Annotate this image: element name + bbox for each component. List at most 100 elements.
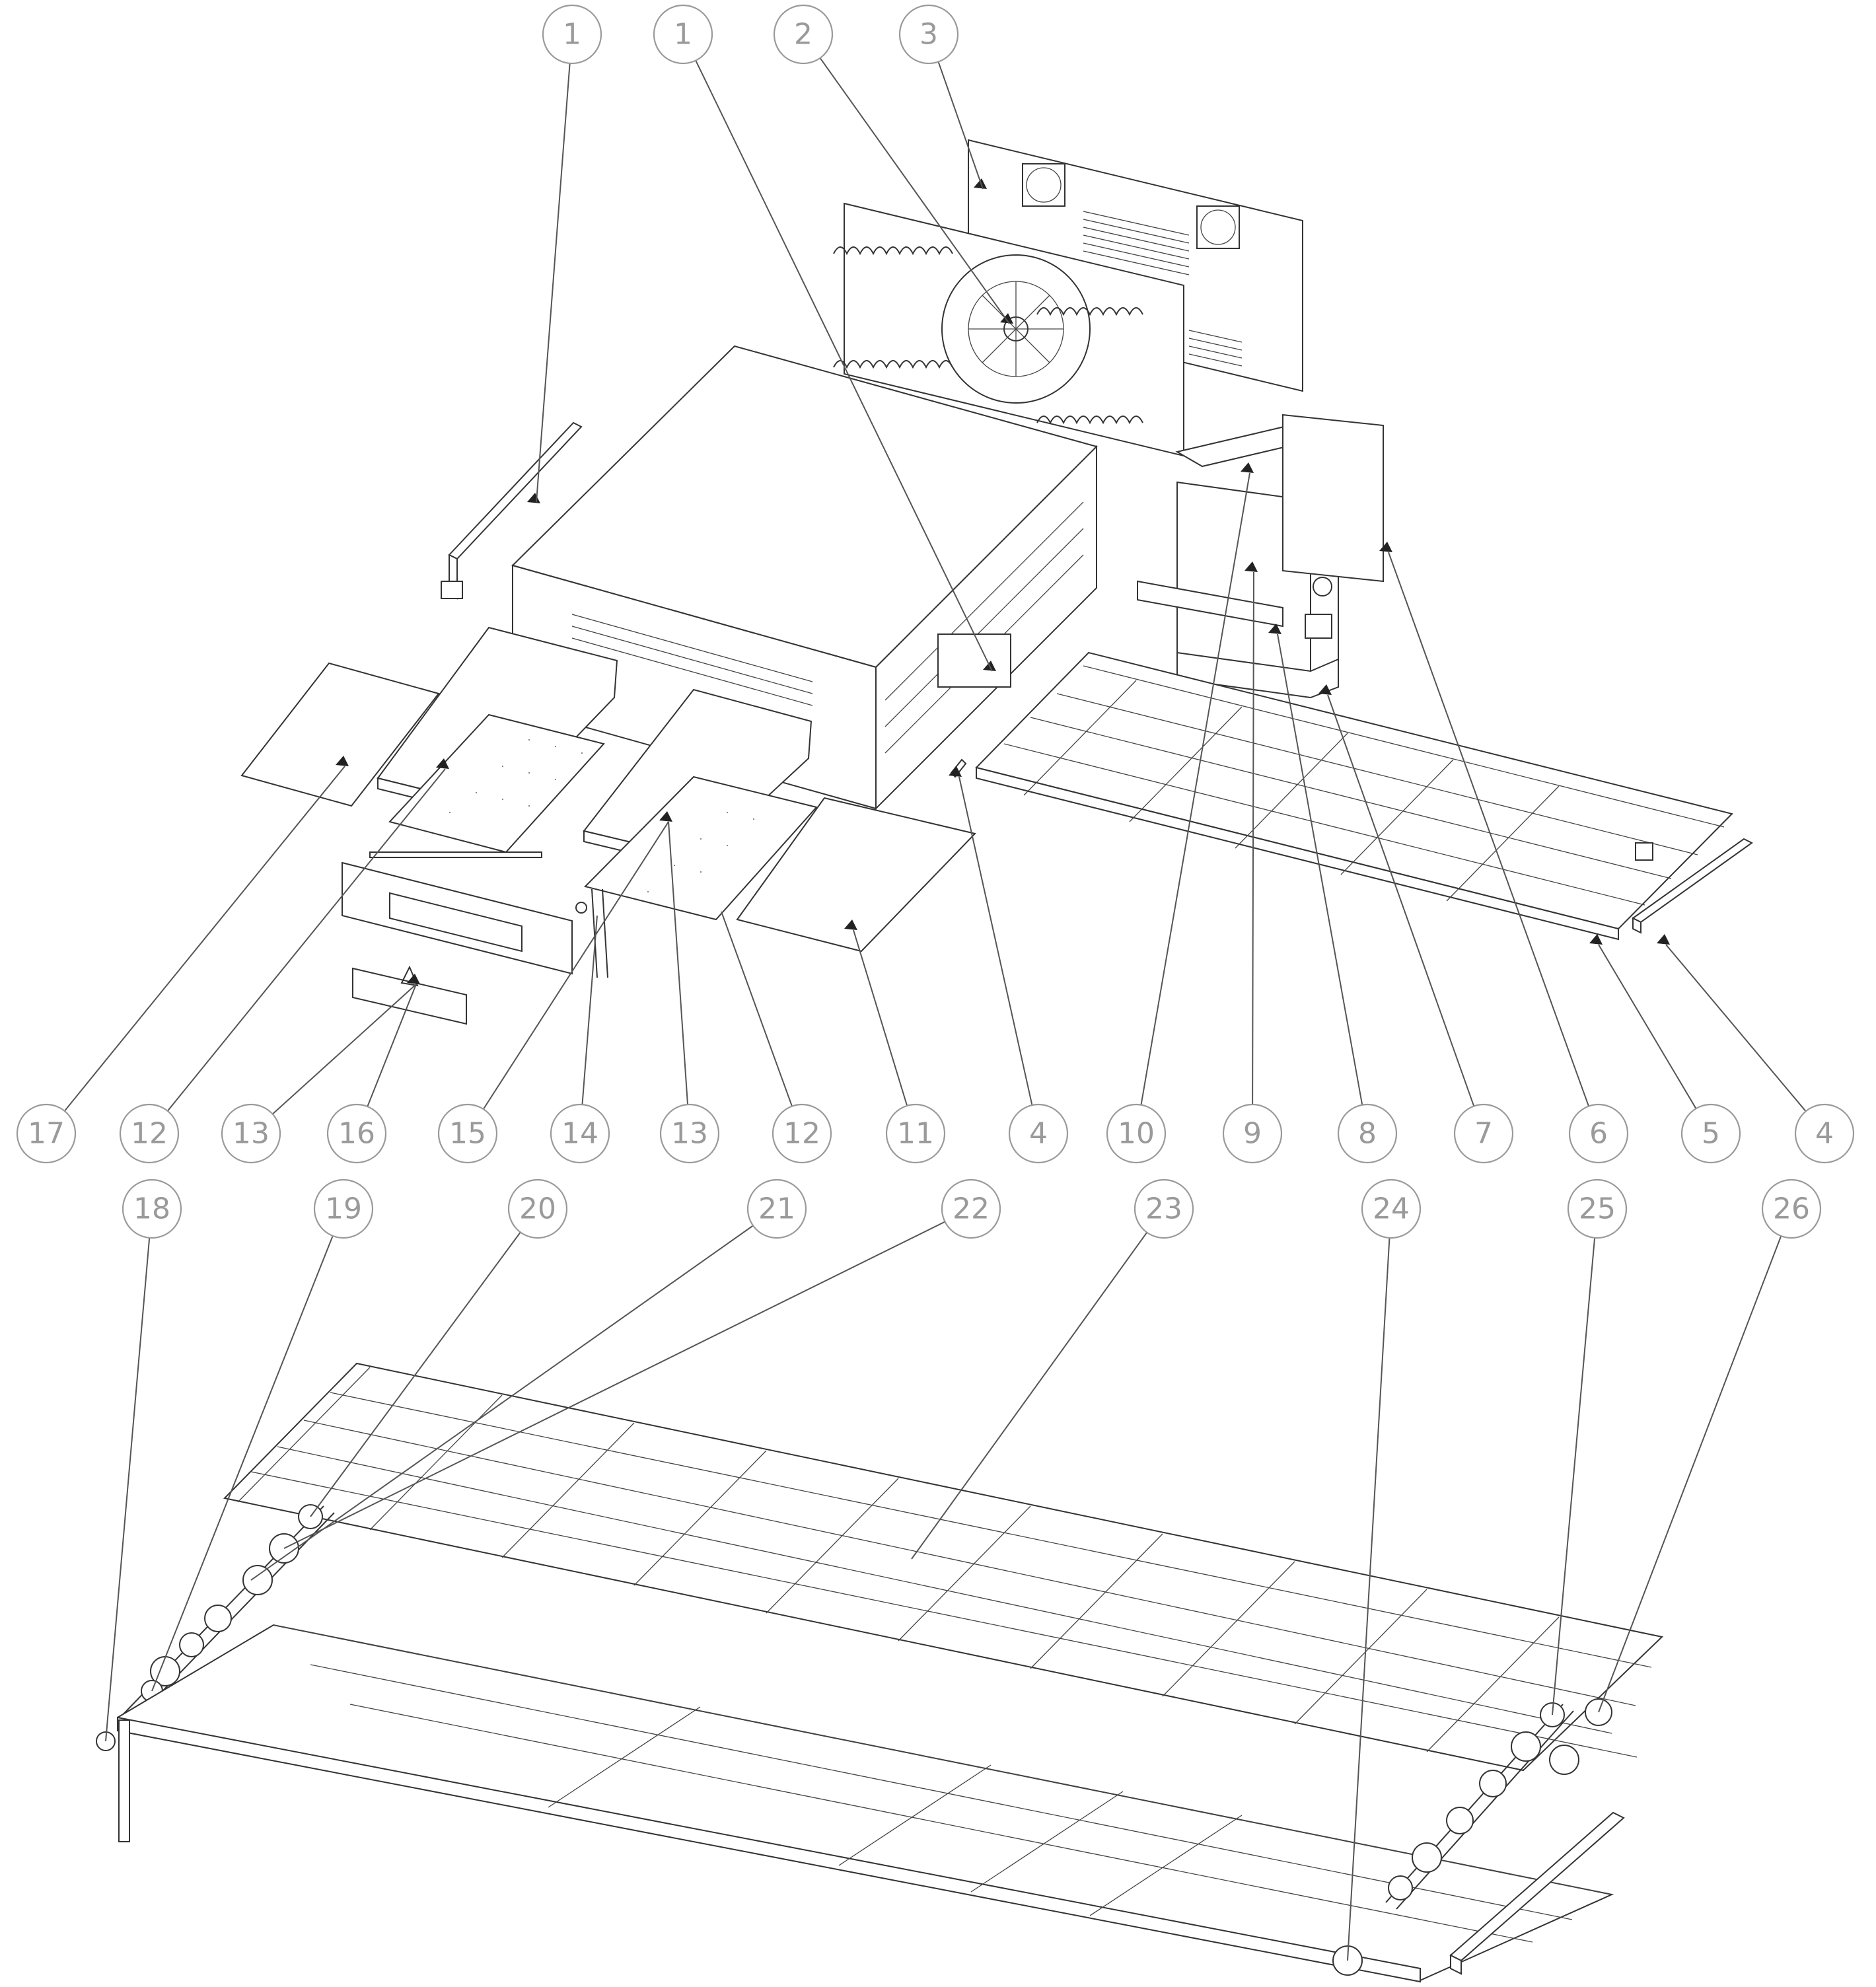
tray-right-group bbox=[583, 688, 976, 953]
callout-number: 16 bbox=[338, 1117, 375, 1151]
leader-line-lower_row-5 bbox=[911, 1232, 1148, 1560]
callout-number: 10 bbox=[1118, 1117, 1155, 1151]
callout-number: 2 bbox=[794, 18, 812, 52]
leader-line-middle_row-11 bbox=[1252, 571, 1254, 1105]
callout-circle bbox=[885, 1103, 946, 1164]
callout-lower_row-0: 18 bbox=[122, 1178, 182, 1239]
callout-middle_row-8: 11 bbox=[885, 1103, 946, 1164]
callout-circle bbox=[1222, 1103, 1283, 1164]
callout-lower_row-4: 22 bbox=[941, 1178, 1001, 1239]
callout-number: 23 bbox=[1145, 1192, 1182, 1226]
upper-assembly bbox=[240, 139, 1753, 1025]
leader-line-lower_row-8 bbox=[1598, 1235, 1782, 1713]
blower-heater-assembly bbox=[833, 202, 1184, 457]
callout-circle bbox=[1794, 1103, 1855, 1164]
control-box-assembly bbox=[1137, 414, 1384, 699]
leader-line-middle_row-7 bbox=[721, 911, 793, 1106]
callout-number: 20 bbox=[519, 1192, 556, 1226]
leader-line-middle_row-6 bbox=[668, 821, 689, 1105]
callout-top_row-0: 1 bbox=[542, 4, 602, 65]
tray-left-group bbox=[240, 626, 618, 858]
leader-line-lower_row-7 bbox=[1552, 1237, 1596, 1716]
callout-number: 25 bbox=[1579, 1192, 1616, 1226]
callout-circle bbox=[313, 1178, 374, 1239]
leader-line-lower_row-1 bbox=[151, 1235, 334, 1692]
callout-circle bbox=[1453, 1103, 1514, 1164]
callout-circle bbox=[773, 4, 834, 65]
callout-number: 12 bbox=[131, 1117, 168, 1151]
callout-lower_row-3: 21 bbox=[746, 1178, 807, 1239]
leader-line-middle_row-4 bbox=[482, 821, 669, 1110]
callout-middle_row-0: 17 bbox=[16, 1103, 77, 1164]
side-rail-left bbox=[441, 421, 583, 600]
leader-line-lower_row-3 bbox=[250, 1225, 754, 1581]
mesh-conveyor-belt bbox=[223, 1362, 1664, 1772]
callout-number: 18 bbox=[133, 1192, 170, 1226]
upper-conveyor-frame bbox=[975, 651, 1733, 941]
lower-conveyor-frame bbox=[117, 1624, 1614, 1983]
callout-circle bbox=[772, 1103, 832, 1164]
callout-middle_row-4: 15 bbox=[437, 1103, 498, 1164]
callout-middle_row-7: 12 bbox=[772, 1103, 832, 1164]
callout-middle_row-12: 8 bbox=[1337, 1103, 1398, 1164]
callout-middle_row-2: 13 bbox=[221, 1103, 281, 1164]
callout-lower_row-2: 20 bbox=[507, 1178, 568, 1239]
callout-number: 5 bbox=[1702, 1117, 1720, 1151]
end-rail-right bbox=[1632, 838, 1753, 934]
callout-number: 24 bbox=[1373, 1192, 1410, 1226]
callout-number: 7 bbox=[1474, 1117, 1493, 1151]
callout-number: 9 bbox=[1243, 1117, 1262, 1151]
callout-middle_row-9: 4 bbox=[1008, 1103, 1069, 1164]
callout-middle_row-15: 5 bbox=[1680, 1103, 1741, 1164]
leader-line-top_row-1 bbox=[695, 60, 993, 672]
callout-lower_row-8: 26 bbox=[1761, 1178, 1822, 1239]
callout-leaders bbox=[63, 57, 1807, 1961]
callout-number: 4 bbox=[1029, 1117, 1048, 1151]
callout-top_row-2: 2 bbox=[773, 4, 834, 65]
heater-coils bbox=[833, 246, 1143, 425]
leader-line-middle_row-8 bbox=[853, 929, 908, 1106]
callout-circle bbox=[437, 1103, 498, 1164]
leader-line-middle_row-9 bbox=[958, 776, 1033, 1106]
callout-middle_row-11: 9 bbox=[1222, 1103, 1283, 1164]
lower-assembly bbox=[96, 1362, 1664, 1983]
callout-middle_row-10: 10 bbox=[1106, 1103, 1167, 1164]
callout-lower_row-6: 24 bbox=[1361, 1178, 1422, 1239]
callout-number: 19 bbox=[325, 1192, 362, 1226]
callout-circle bbox=[16, 1103, 77, 1164]
callout-circle bbox=[1337, 1103, 1398, 1164]
callout-number: 11 bbox=[897, 1117, 934, 1151]
leader-line-middle_row-2 bbox=[271, 984, 417, 1115]
leader-line-lower_row-0 bbox=[105, 1237, 151, 1742]
callout-number: 1 bbox=[674, 18, 692, 52]
leader-line-middle_row-15 bbox=[1598, 944, 1697, 1109]
callout-number: 1 bbox=[563, 18, 581, 52]
callout-circle bbox=[1761, 1178, 1822, 1239]
leader-line-lower_row-2 bbox=[310, 1231, 521, 1517]
callout-circle bbox=[941, 1178, 1001, 1239]
callout-circle bbox=[898, 4, 959, 65]
leader-line-middle_row-13 bbox=[1327, 694, 1475, 1106]
leader-line-middle_row-0 bbox=[63, 766, 345, 1112]
callout-number: 3 bbox=[920, 18, 938, 52]
callout-number: 4 bbox=[1815, 1117, 1834, 1151]
callout-top_row-1: 1 bbox=[653, 4, 713, 65]
leader-line-top_row-3 bbox=[937, 61, 984, 190]
callout-middle_row-14: 6 bbox=[1568, 1103, 1629, 1164]
callout-lower_row-5: 23 bbox=[1134, 1178, 1194, 1239]
callout-circle bbox=[122, 1178, 182, 1239]
callout-number: 26 bbox=[1773, 1192, 1810, 1226]
callout-lower_row-1: 19 bbox=[313, 1178, 374, 1239]
callout-circle bbox=[746, 1178, 807, 1239]
callout-circle bbox=[1567, 1178, 1628, 1239]
callout-number: 13 bbox=[671, 1117, 708, 1151]
callout-circle bbox=[1568, 1103, 1629, 1164]
panel-vent-grille bbox=[1083, 211, 1243, 367]
front-window-panel bbox=[342, 861, 573, 1025]
leader-line-top_row-0 bbox=[536, 63, 571, 503]
leader-line-lower_row-6 bbox=[1347, 1237, 1390, 1961]
callout-number: 17 bbox=[28, 1117, 65, 1151]
